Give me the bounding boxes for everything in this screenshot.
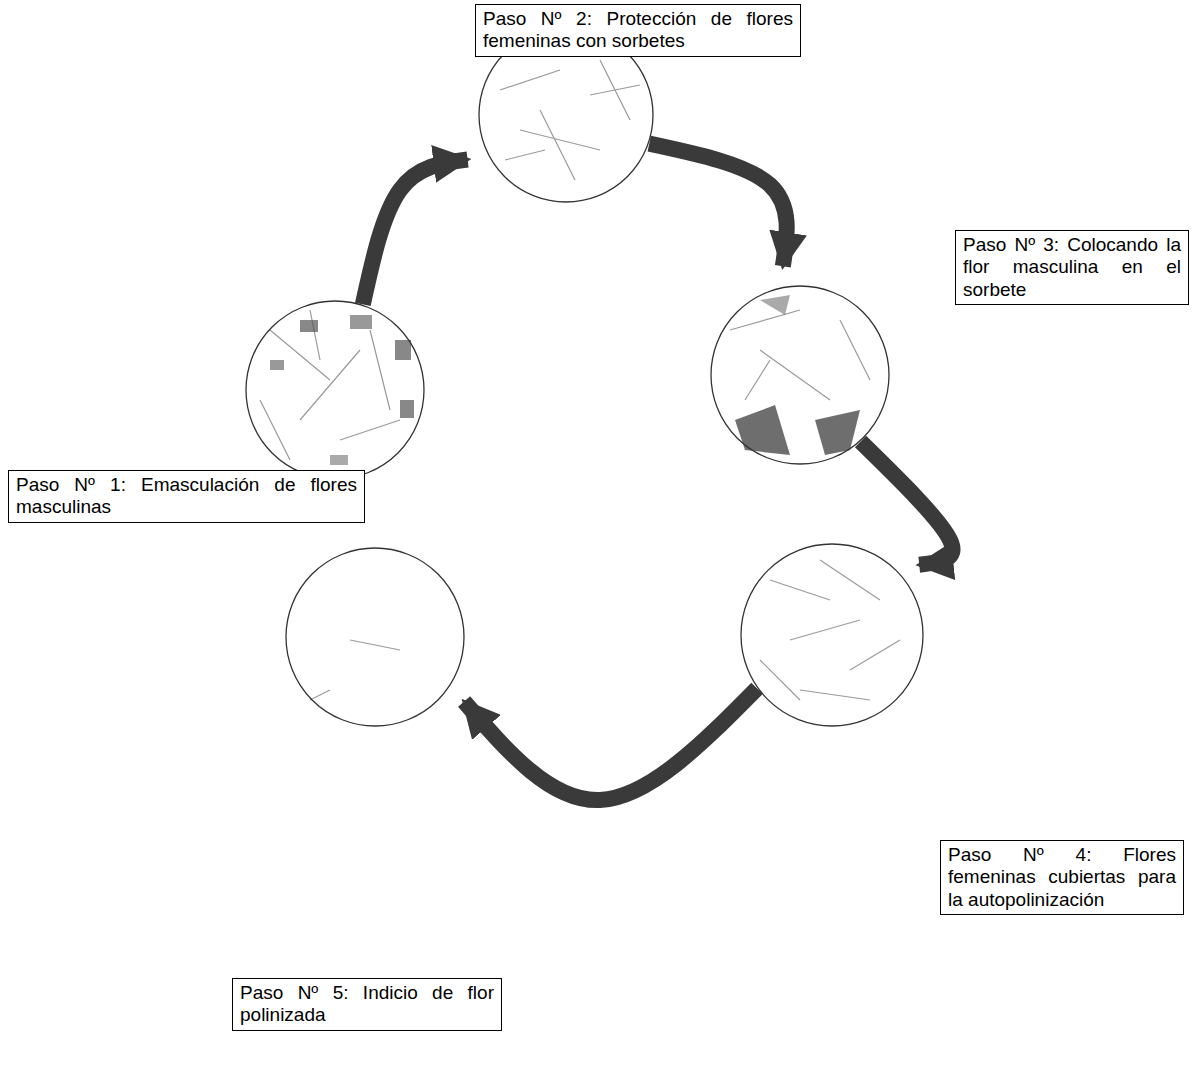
cycle-arrow bbox=[464, 688, 757, 800]
circle-outline bbox=[740, 543, 924, 727]
step-circle: Paso Nº 1: Emasculación de flores mascul… bbox=[245, 300, 425, 480]
cycle-arrow bbox=[363, 159, 468, 304]
circle-outline bbox=[285, 547, 465, 727]
circle-outline bbox=[710, 285, 890, 465]
circle-border bbox=[246, 301, 424, 479]
circle-border bbox=[286, 548, 464, 726]
step-circle: Paso Nº 3: Colocando la flor masculina e… bbox=[710, 285, 890, 465]
step-label: Paso Nº 1: Emasculación de flores mascul… bbox=[8, 470, 365, 523]
circle-border bbox=[741, 544, 923, 726]
step-label: Paso Nº 2: Protección de flores femenina… bbox=[475, 4, 801, 57]
step-circle: Paso Nº 2: Protección de flores femenina… bbox=[478, 27, 654, 203]
step-label: Paso Nº 4: Flores femeninas cubiertas pa… bbox=[940, 840, 1184, 915]
cycle-arrow bbox=[649, 144, 787, 267]
photo-shadows bbox=[270, 295, 860, 465]
step-label: Paso Nº 5: Indicio de flor polinizada bbox=[232, 978, 502, 1031]
circle-outline bbox=[245, 300, 425, 480]
photo-strokes bbox=[260, 60, 900, 700]
cycle-arrow bbox=[861, 442, 953, 565]
step-circle: Paso Nº 4: Flores femeninas cubiertas pa… bbox=[740, 543, 924, 727]
circle-border bbox=[711, 286, 889, 464]
step-circle: Paso Nº 5: Indicio de flor polinizada bbox=[285, 547, 465, 727]
step-label: Paso Nº 3: Colocando la flor masculina e… bbox=[955, 230, 1189, 305]
